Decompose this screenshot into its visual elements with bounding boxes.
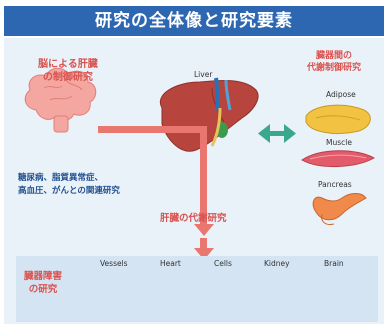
organ-name-cells: Cells [214,259,232,268]
brain-control-study-label: 脳による肝臓 の制御研究 [38,58,98,84]
organ-disorder-line-2: の研究 [24,283,62,296]
organ-crosstalk-arrow [258,124,296,143]
adipose-label: Adipose [326,90,356,99]
liver-label: Liver [194,70,212,79]
diagram-canvas: 脳による肝臓 の制御研究 糖尿病、脂質異常症、 高血圧、がんとの関連研究 Liv… [4,38,384,324]
pancreas-illustration [313,194,366,225]
organ-crosstalk-label: 臓器間の 代謝制御研究 [307,50,361,74]
liver-illustration [160,78,258,151]
organ-name-vessels: Vessels [100,259,128,268]
adipose-illustration [306,105,370,133]
organ-name-brain: Brain [324,259,344,268]
disease-study-label: 糖尿病、脂質異常症、 高血圧、がんとの関連研究 [18,172,120,198]
diagram-title: 研究の全体像と研究要素 [4,6,384,36]
organ-disorder-label: 臓器障害 の研究 [24,270,62,296]
organ-disorder-line-1: 臓器障害 [24,270,62,283]
disease-study-line-2: 高血圧、がんとの関連研究 [18,185,120,198]
muscle-illustration [302,151,374,167]
organ-talk-line-2: 代謝制御研究 [307,62,361,74]
liver-metabolism-label: 肝臓の代謝研究 [160,210,227,224]
organ-name-kidney: Kidney [264,259,290,268]
muscle-label: Muscle [326,138,352,147]
pancreas-label: Pancreas [318,180,352,189]
organ-talk-line-1: 臓器間の [307,50,361,62]
brain-study-line-2: の制御研究 [38,71,98,84]
disease-study-line-1: 糖尿病、脂質異常症、 [18,172,120,185]
organ-name-heart: Heart [160,259,181,268]
brain-study-line-1: 脳による肝臓 [38,58,98,71]
